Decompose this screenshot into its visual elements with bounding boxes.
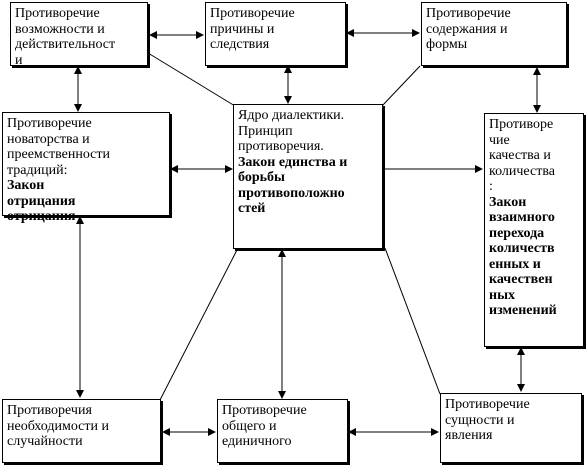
node-content-form: Противоречие содержания и формы [421, 2, 567, 66]
node-core-law: Закон единства и борьбы противоположно с… [238, 154, 348, 217]
node-essence-text: Противоречие сущности и явления [445, 397, 530, 443]
node-novelty-tradition: Противоречие новаторства и преемственнос… [2, 112, 170, 224]
node-novelty-law: Закон отрицания отрицания [7, 178, 76, 224]
node-general-particular: Противоречие общего и единичного [217, 399, 348, 463]
node-cause-effect: Противоречие причины и следствия [205, 2, 346, 66]
node-dialectics-core: Ядро диалектики. Принцип противоречия. З… [233, 104, 383, 249]
node-core-text: Ядро диалектики. Принцип противоречия. [238, 108, 345, 154]
node-content-text: Противоречие содержания и формы [426, 6, 511, 52]
node-essence-appearance: Противоречие сущности и явления [440, 393, 582, 463]
line-core-essence [384, 247, 441, 395]
node-necessity-text: Противоречия необходимости и случайности [7, 403, 109, 449]
node-possibility-reality: Противоречие возможности и действительно… [10, 2, 148, 68]
node-quality-quantity: Противоре чие качества и количества : За… [484, 113, 584, 347]
node-possibility-text: Противоречие возможности и действительно… [15, 6, 116, 68]
node-novelty-text: Противоречие новаторства и преемственнос… [7, 116, 111, 178]
line-possibility-core [147, 52, 236, 107]
node-necessity-chance: Противоречия необходимости и случайности [2, 399, 161, 463]
line-content-core [381, 65, 421, 107]
node-general-text: Противоречие общего и единичного [222, 403, 307, 449]
node-quality-law: Закон взаимного перехода количеств енных… [489, 194, 557, 319]
line-core-necessity [159, 247, 239, 401]
node-quality-text: Противоре чие качества и количества : [489, 117, 555, 194]
node-cause-text: Противоречие причины и следствия [210, 6, 295, 52]
